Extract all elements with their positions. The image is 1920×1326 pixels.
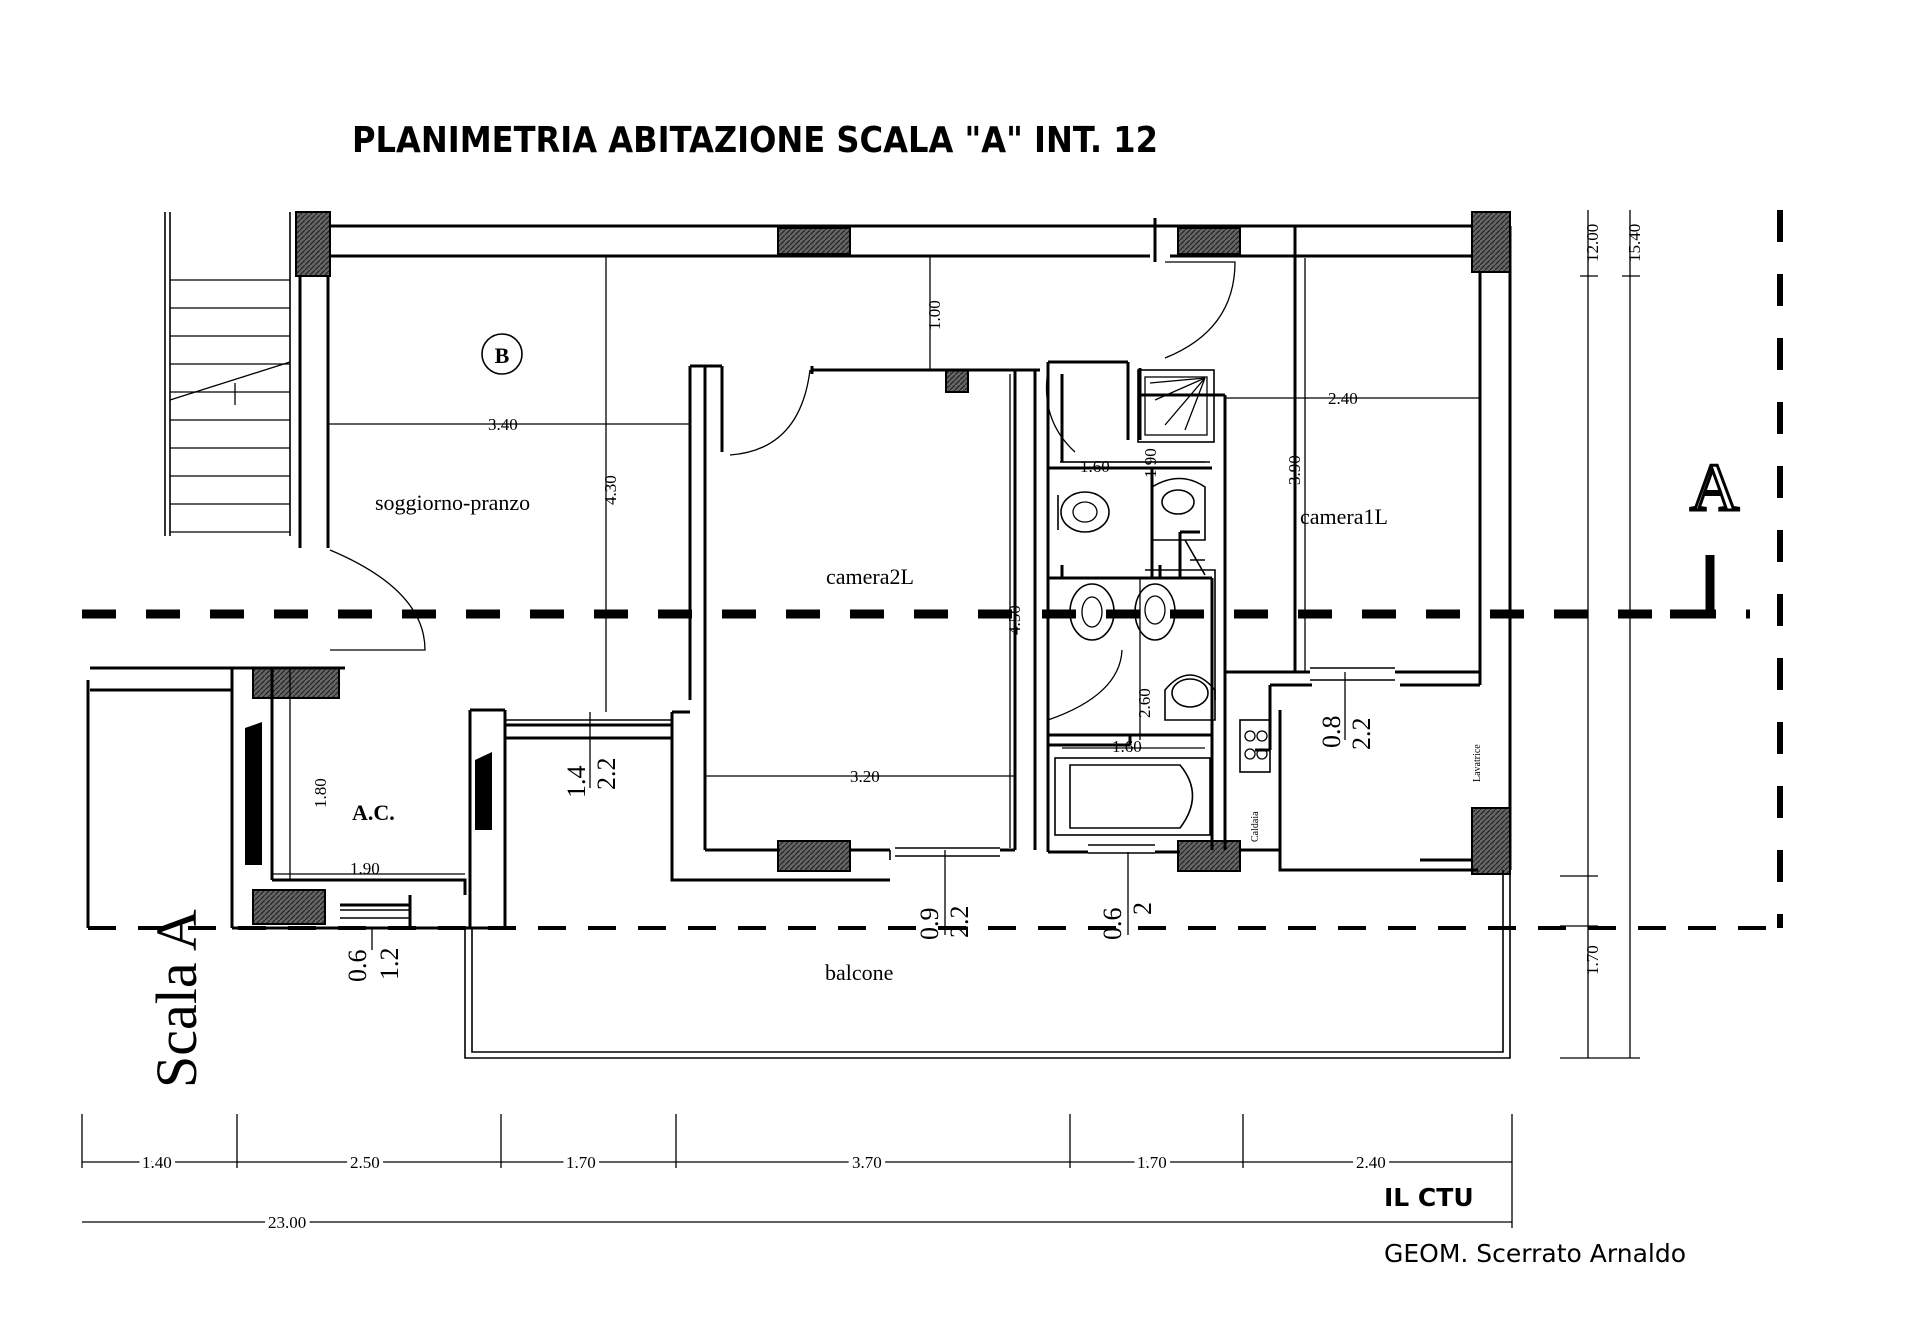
doors (329, 261, 1236, 721)
win-bed2-h: 2.2 (945, 906, 974, 939)
dim-bath2-depth: 2.60 (1135, 688, 1154, 718)
room-ac: A.C. (352, 800, 395, 825)
dim-bed2-depth: 4.50 (1005, 605, 1024, 635)
win-bath-h: 2 (1128, 902, 1157, 915)
win-living-w: 1.4 (562, 766, 591, 799)
win-bed2-w: 0.9 (915, 908, 944, 941)
dim-bed1-depth: 3.90 (1285, 455, 1304, 485)
dim-bath1-depth: 1.90 (1141, 448, 1160, 478)
dim-living-width: 3.40 (488, 415, 518, 434)
right-dimensions (1560, 210, 1640, 1059)
room-bedroom1: camera1L (1300, 504, 1388, 529)
total-width: 23.00 (268, 1213, 306, 1232)
dim-total-depth: 12.00 (1583, 224, 1602, 262)
signature-name: GEOM. Scerrato Arnaldo (1384, 1239, 1686, 1268)
bottom-dim-3: 1.70 (566, 1153, 596, 1172)
bottom-dimension-chain (81, 1114, 1513, 1228)
dim-corridor: 1.00 (925, 300, 944, 330)
dim-ac-width: 1.90 (350, 859, 380, 878)
fixtures (245, 369, 1271, 865)
bottom-dim-5: 1.70 (1137, 1153, 1167, 1172)
dim-ac-depth: 1.80 (311, 778, 330, 808)
marker-b: B (495, 343, 510, 368)
win-bath-w: 0.6 (1098, 908, 1127, 941)
stair-label: Scala A (144, 909, 209, 1088)
dim-bath2-width: 1.60 (1112, 737, 1142, 756)
windows (340, 667, 1395, 919)
bottom-dim-6: 2.40 (1356, 1153, 1386, 1172)
label-lavatrice: Lavatrice (1472, 744, 1483, 782)
labels: B soggiorno-pranzo camera2L camera1L A.C… (138, 224, 1741, 1268)
balcony (464, 870, 1511, 1059)
section-label: A (1690, 449, 1739, 525)
columns (252, 211, 1511, 925)
win-ac-w: 0.6 (343, 950, 372, 983)
label-caldaia: Caldaia (1250, 811, 1261, 842)
win-ac-h: 1.2 (375, 948, 404, 981)
win-bed1-w: 0.8 (1317, 716, 1346, 749)
dim-living-depth: 4.30 (601, 475, 620, 505)
dim-bath1-width: 1.60 (1080, 457, 1110, 476)
bottom-dim-4: 3.70 (852, 1153, 882, 1172)
dim-bed2-width: 3.20 (850, 767, 880, 786)
dim-overall-depth: 15.40 (1625, 224, 1644, 262)
room-bedroom2: camera2L (826, 564, 914, 589)
interior-walls (86, 218, 1480, 930)
staircase (164, 212, 291, 536)
plan-title: PLANIMETRIA ABITAZIONE SCALA "A" INT. 12 (352, 120, 1158, 161)
interior-dimensions (272, 256, 1480, 950)
outer-walls (298, 212, 1512, 870)
bottom-dim-1: 1.40 (142, 1153, 172, 1172)
bottom-dim-2: 2.50 (350, 1153, 380, 1172)
section-line (82, 210, 1783, 930)
dim-bed1-width: 2.40 (1328, 389, 1358, 408)
room-living: soggiorno-pranzo (375, 490, 530, 515)
room-balcony: balcone (825, 960, 893, 985)
win-living-h: 2.2 (592, 758, 621, 791)
signature-title: IL CTU (1384, 1183, 1474, 1212)
dim-balcony-depth: 1.70 (1583, 945, 1602, 975)
win-bed1-h: 2.2 (1347, 718, 1376, 751)
